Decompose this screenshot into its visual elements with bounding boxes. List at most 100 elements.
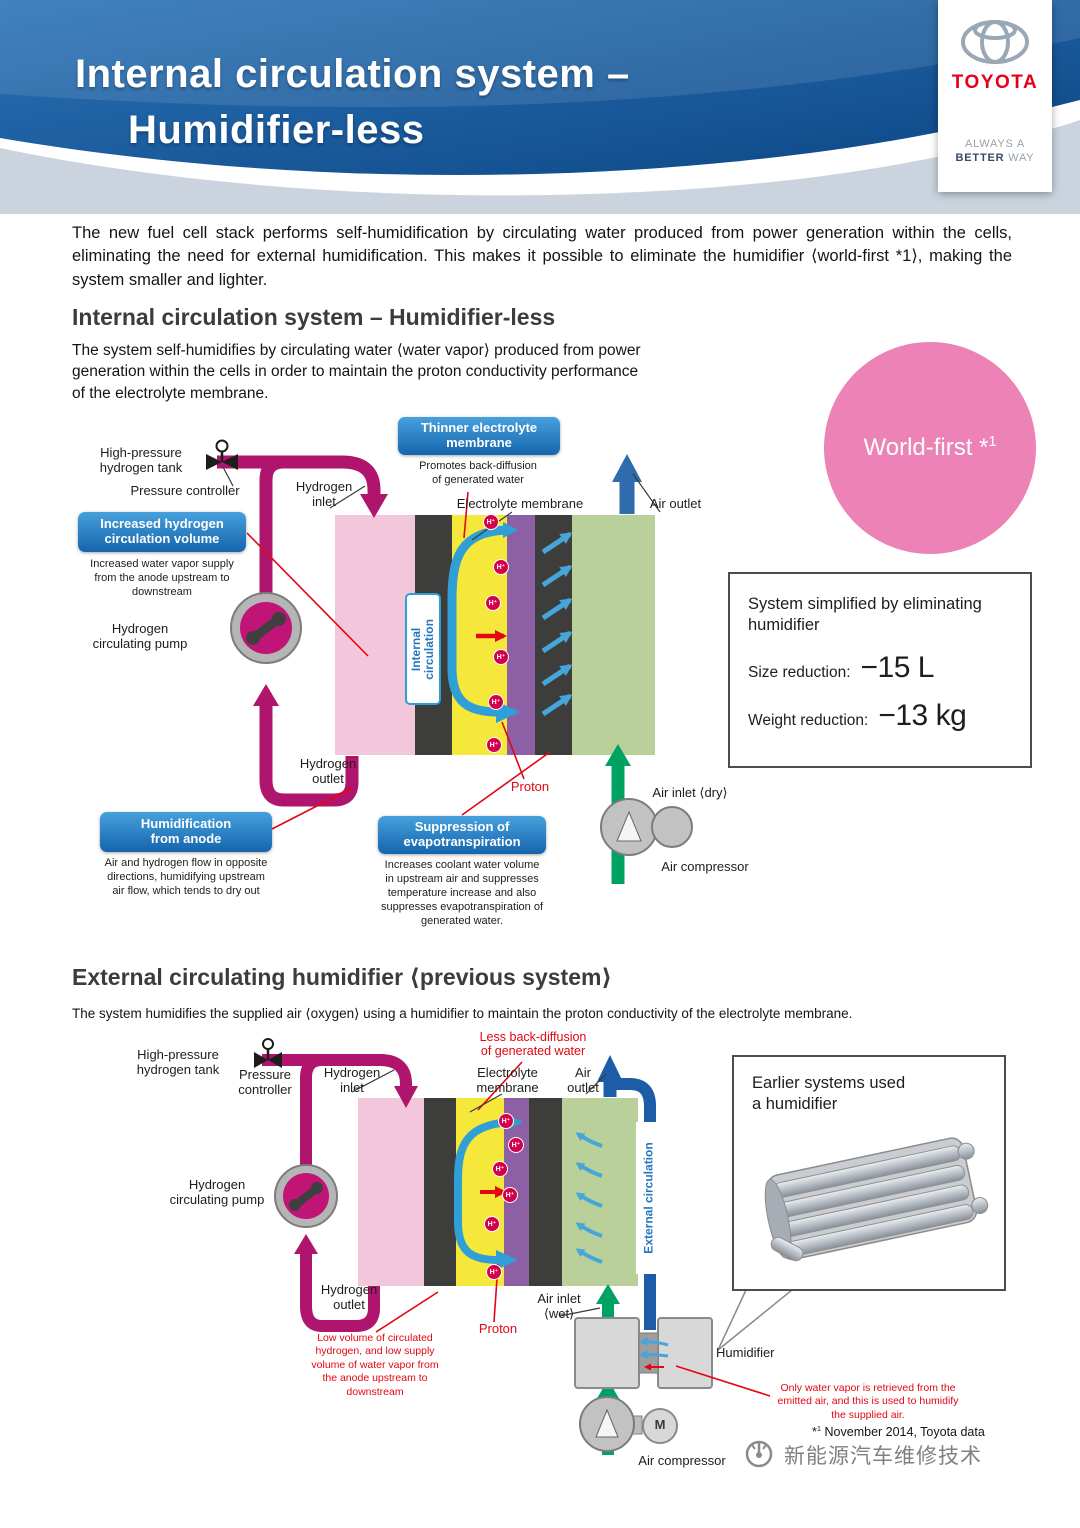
d1-air-compressor-label: Air compressor bbox=[661, 859, 749, 874]
proton-ion: H⁺ bbox=[493, 649, 509, 665]
d1-internal-circulation-box: Internal circulation bbox=[405, 593, 441, 705]
proton-ion: H⁺ bbox=[486, 1264, 502, 1280]
world-first-text: World-first * bbox=[863, 434, 989, 461]
d1-internal-circulation-label: Internal circulation bbox=[408, 618, 436, 680]
watermark-text: 新能源汽车维修技术 bbox=[784, 1445, 982, 1468]
section-internal-description: The system self-humidifies by circulatin… bbox=[72, 342, 641, 402]
callout-thinner-membrane-body: Promotes back-diffusion of generated wat… bbox=[419, 460, 537, 487]
callout-increased-circulation-body: Increased water vapor supply from the an… bbox=[90, 558, 234, 599]
d1-air-outlet-label: Air outlet bbox=[649, 496, 702, 511]
d2-tank-valve-icon bbox=[254, 1038, 282, 1068]
d1-tank-label: High-pressure hydrogen tank bbox=[99, 445, 183, 475]
d1-air-inlet-label: Air inlet ⟨dry⟩ bbox=[652, 785, 728, 800]
callout-thinner-membrane: Thinner electrolyte membrane bbox=[398, 417, 560, 455]
d2-hydrogen-outlet-label: Hydrogen outlet bbox=[320, 1282, 378, 1312]
proton-ion: H⁺ bbox=[502, 1187, 518, 1203]
callout-humidification-anode-body: Air and hydrogen flow in opposite direct… bbox=[104, 857, 268, 898]
page-title-line1: Internal circulation system – bbox=[75, 52, 630, 96]
humidifier-photo bbox=[764, 1137, 989, 1262]
tagline-bold: BETTER bbox=[955, 152, 1005, 164]
d2-pump-label: Hydrogen circulating pump bbox=[169, 1177, 265, 1207]
d2-humidifier-label: Humidifier bbox=[716, 1345, 775, 1360]
size-reduction-value: −15 L bbox=[860, 650, 935, 684]
d1-cathode-gas-channel bbox=[572, 515, 655, 755]
d1-anode-catalyst-layer bbox=[452, 515, 507, 755]
d2-cathode-electrode bbox=[529, 1098, 562, 1286]
d2-external-circulation-label: External circulation bbox=[642, 1142, 656, 1254]
tagline-top: ALWAYS A bbox=[965, 138, 1025, 150]
weight-reduction-value: −13 kg bbox=[878, 698, 967, 732]
d1-hydrogen-outlet-label: Hydrogen outlet bbox=[299, 756, 357, 786]
callout-suppression: Suppression of evapotranspiration bbox=[378, 816, 546, 854]
size-reduction-label: Size reduction: bbox=[748, 663, 851, 681]
d1-air-compressor-icon bbox=[600, 798, 693, 856]
d2-proton-label: Proton bbox=[478, 1321, 518, 1336]
d1-hydrogen-pump-icon bbox=[230, 592, 302, 664]
section-internal-heading: Internal circulation system – Humidifier… bbox=[72, 304, 556, 330]
callout-suppression-body: Increases coolant water volume in upstre… bbox=[380, 859, 544, 928]
d2-humidifier-icon bbox=[574, 1317, 713, 1389]
watermark-logo-icon bbox=[745, 1440, 773, 1468]
proton-ion: H⁺ bbox=[493, 559, 509, 575]
proton-ion: H⁺ bbox=[498, 1113, 514, 1129]
earlier-box-pointer bbox=[717, 1289, 795, 1351]
d1-air-supply-pipe bbox=[605, 744, 631, 884]
earlier-systems-title: Earlier systems used a humidifier bbox=[752, 1074, 906, 1114]
d1-proton-label: Proton bbox=[510, 779, 550, 794]
d2-electrolyte-membrane-label: Electrolyte membrane bbox=[476, 1065, 539, 1095]
d1-tank-valve-icon bbox=[206, 439, 238, 470]
proton-ion: H⁺ bbox=[488, 694, 504, 710]
d2-air-supply-pipe bbox=[596, 1284, 620, 1455]
header-wave-banner bbox=[0, 0, 1080, 214]
tagline-rest: WAY bbox=[1004, 152, 1035, 164]
callout-humidification-anode: Humidification from anode bbox=[100, 812, 272, 852]
d1-anode-gas-channel bbox=[335, 515, 415, 755]
d2-air-compressor-label: Air compressor bbox=[638, 1453, 726, 1468]
world-first-sup: 1 bbox=[988, 434, 997, 450]
d2-air-inlet-label: Air inlet ⟨wet⟩ bbox=[537, 1291, 581, 1321]
d2-hydrogen-inlet-label: Hydrogen inlet bbox=[323, 1065, 381, 1095]
d1-cathode-electrode bbox=[535, 515, 572, 755]
proton-ion: H⁺ bbox=[492, 1161, 508, 1177]
benefits-box: System simplified by eliminating humidif… bbox=[728, 572, 1032, 768]
toyota-brand-text: TOYOTA bbox=[951, 72, 1039, 93]
toyota-emblem-icon bbox=[961, 20, 1029, 64]
d2-vapor-retrieved-note: Only water vapor is retrieved from the e… bbox=[777, 1382, 959, 1421]
proton-ion: H⁺ bbox=[486, 737, 502, 753]
d1-electrolyte-membrane-band bbox=[507, 515, 535, 755]
d2-anode-electrode bbox=[424, 1098, 456, 1286]
d2-cathode-gas-channel bbox=[562, 1098, 638, 1286]
d2-low-volume-note: Low volume of circulated hydrogen, and l… bbox=[311, 1332, 439, 1398]
d2-fuel-cell-stack bbox=[358, 1098, 638, 1286]
proton-ion: H⁺ bbox=[483, 514, 499, 530]
d2-motor-label: M bbox=[654, 1417, 666, 1432]
d1-pressure-controller-label: Pressure controller bbox=[130, 483, 240, 498]
d2-anode-gas-channel bbox=[358, 1098, 424, 1286]
d2-air-outlet-label: Air outlet bbox=[567, 1065, 599, 1095]
footnote-sup: 1 bbox=[816, 1424, 822, 1433]
proton-ion: H⁺ bbox=[508, 1137, 524, 1153]
footnote: *1 November 2014, Toyota data bbox=[812, 1424, 985, 1439]
world-first-badge: World-first *1 bbox=[824, 342, 1036, 554]
toyota-logo-box: TOYOTA ALWAYS A BETTER WAY bbox=[938, 0, 1052, 192]
d2-hydrogen-pump-icon bbox=[274, 1164, 338, 1228]
d2-less-back-diffusion-note: Less back-diffusion of generated water bbox=[479, 1030, 587, 1059]
d2-tank-label: High-pressure hydrogen tank bbox=[136, 1047, 220, 1077]
intro-paragraph: The new fuel cell stack performs self-hu… bbox=[72, 224, 1012, 289]
callout-increased-circulation: Increased hydrogen circulation volume bbox=[78, 512, 246, 552]
page-title-line2: Humidifier-less bbox=[128, 108, 425, 152]
d2-external-circulation-box: External circulation bbox=[636, 1122, 662, 1274]
footnote-star: * bbox=[812, 1425, 817, 1440]
weight-reduction-label: Weight reduction: bbox=[748, 711, 869, 729]
footnote-text: November 2014, Toyota data bbox=[821, 1425, 985, 1440]
benefits-title: System simplified by eliminating humidif… bbox=[748, 595, 982, 635]
tagline-bottom: BETTER WAY bbox=[956, 152, 1035, 164]
d1-electrolyte-membrane-label: Electrolyte membrane bbox=[456, 496, 584, 511]
section-external-description: The system humidifies the supplied air ⟨… bbox=[72, 1006, 853, 1021]
d2-pressure-controller-label: Pressure controller bbox=[238, 1067, 292, 1097]
proton-ion: H⁺ bbox=[485, 595, 501, 611]
d1-pump-label: Hydrogen circulating pump bbox=[92, 621, 188, 651]
d2-anode-catalyst-layer bbox=[456, 1098, 504, 1286]
d1-hydrogen-inlet-label: Hydrogen inlet bbox=[295, 479, 353, 509]
